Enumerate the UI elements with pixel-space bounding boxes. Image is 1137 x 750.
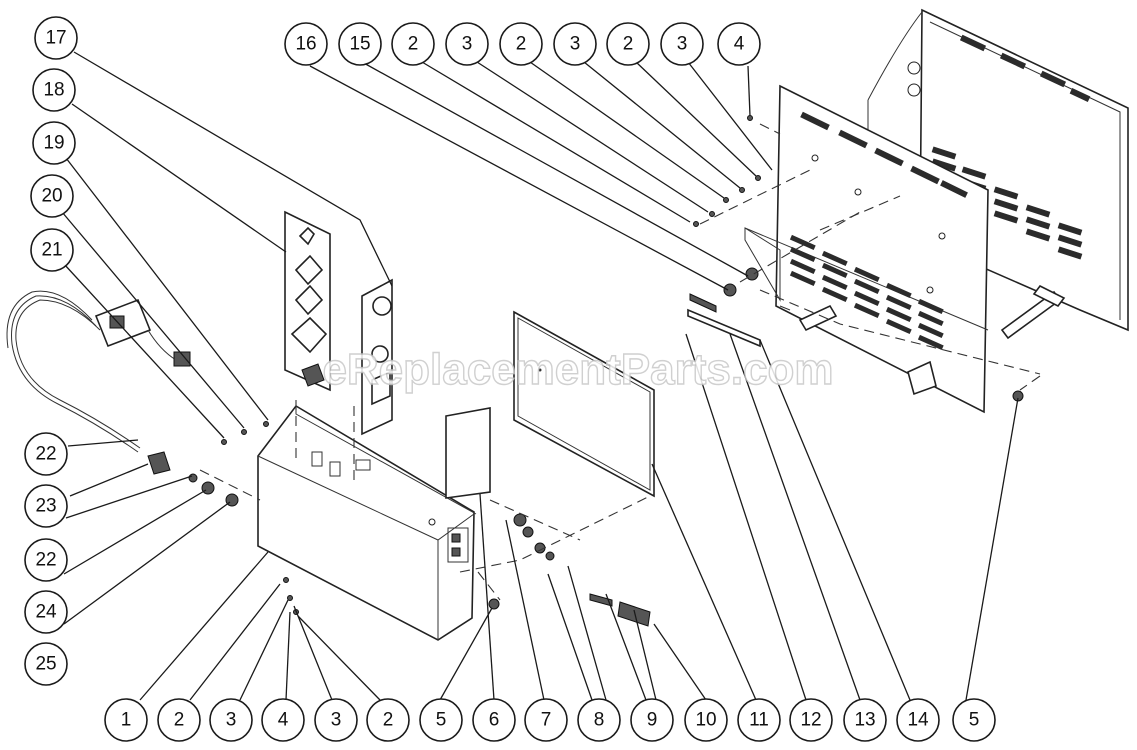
- callout-number: 3: [462, 34, 473, 55]
- callout-number: 2: [174, 710, 185, 731]
- watermark-text: eReplacementParts.com: [322, 345, 833, 394]
- callout-top: 15: [338, 22, 382, 66]
- callout-number: 9: [647, 710, 658, 731]
- callout-number: 2: [623, 34, 634, 55]
- callout-bottom: 9: [630, 698, 674, 742]
- callout-bottom: 8: [577, 698, 621, 742]
- glass-door: [513, 310, 655, 498]
- callout-left: 18: [32, 68, 76, 112]
- callout-number: 5: [969, 710, 980, 731]
- callout-bottom: 10: [684, 698, 728, 742]
- callout-number: 3: [331, 710, 342, 731]
- switch-panel: [284, 210, 393, 436]
- callout-left: 17: [34, 16, 78, 60]
- callout-top: 2: [499, 22, 543, 66]
- callout-left: 22: [24, 432, 68, 476]
- callouts-bottom: 1 2 3 4 3 2 5 6 7 8 9 10 11 12 13 14 5: [104, 698, 996, 742]
- callout-number: 6: [489, 710, 500, 731]
- callout-top: 3: [445, 22, 489, 66]
- callouts-left: 17 18 19 20 21 22 23 22 24 25: [24, 16, 78, 686]
- callout-number: 2: [408, 34, 419, 55]
- callout-top: 3: [553, 22, 597, 66]
- callout-left: 20: [30, 174, 74, 218]
- callout-number: 22: [35, 444, 56, 465]
- front-chassis-plate: [744, 84, 1066, 414]
- trim-bars: [687, 267, 761, 348]
- callout-number: 3: [677, 34, 688, 55]
- callout-number: 1: [121, 710, 132, 731]
- callout-bottom: 3: [314, 698, 358, 742]
- callout-number: 15: [349, 34, 370, 55]
- callout-number: 4: [278, 710, 289, 731]
- callout-left: 25: [24, 642, 68, 686]
- small-panel: [445, 407, 491, 499]
- callout-number: 22: [35, 550, 56, 571]
- callout-bottom: 14: [896, 698, 940, 742]
- callout-bottom: 4: [261, 698, 305, 742]
- assembly-lines: [199, 123, 1041, 601]
- callout-number: 10: [695, 710, 716, 731]
- callout-left: 23: [24, 484, 68, 528]
- callout-bottom: 6: [472, 698, 516, 742]
- callout-top: 2: [606, 22, 650, 66]
- callout-top: 3: [660, 22, 704, 66]
- callout-number: 18: [43, 80, 64, 101]
- callout-bottom: 12: [789, 698, 833, 742]
- leader-lines: [61, 51, 1019, 701]
- callout-number: 3: [226, 710, 237, 731]
- callout-number: 2: [383, 710, 394, 731]
- callout-left: 24: [24, 590, 68, 634]
- callout-bottom: 13: [843, 698, 887, 742]
- callouts-top: 16 15 2 3 2 3 2 3 4: [284, 22, 761, 66]
- callout-number: 7: [541, 710, 552, 731]
- callout-number: 16: [295, 34, 316, 55]
- callout-number: 8: [594, 710, 605, 731]
- callout-left: 19: [32, 121, 76, 165]
- power-cord: [6, 290, 191, 475]
- callout-number: 21: [41, 240, 62, 261]
- callout-number: 13: [854, 710, 875, 731]
- callout-number: 11: [749, 710, 769, 731]
- callout-left: 21: [30, 228, 74, 272]
- callout-number: 14: [907, 710, 929, 731]
- callout-number: 24: [35, 602, 57, 623]
- callout-number: 20: [41, 186, 62, 207]
- callout-bottom: 11: [737, 698, 781, 742]
- callout-top: 4: [717, 22, 761, 66]
- callout-number: 5: [436, 710, 447, 731]
- callout-number: 3: [570, 34, 581, 55]
- parts-artwork: [6, 8, 1129, 641]
- callout-bottom: 5: [419, 698, 463, 742]
- callout-bottom: 2: [366, 698, 410, 742]
- callout-bottom: 2: [157, 698, 201, 742]
- callout-number: 4: [734, 34, 745, 55]
- callout-bottom: 5: [952, 698, 996, 742]
- callout-bottom: 7: [524, 698, 568, 742]
- callout-number: 2: [516, 34, 527, 55]
- callout-number: 25: [35, 654, 56, 675]
- firebox-enclosure: [257, 404, 477, 641]
- callout-bottom: 3: [209, 698, 253, 742]
- hardware: [188, 115, 1024, 627]
- callout-number: 19: [43, 133, 64, 154]
- callout-bottom: 1: [104, 698, 148, 742]
- callout-top: 16: [284, 22, 328, 66]
- callout-number: 23: [35, 496, 56, 517]
- callout-left: 22: [24, 538, 68, 582]
- callout-top: 2: [391, 22, 435, 66]
- callout-number: 17: [45, 28, 66, 49]
- callout-number: 12: [800, 710, 821, 731]
